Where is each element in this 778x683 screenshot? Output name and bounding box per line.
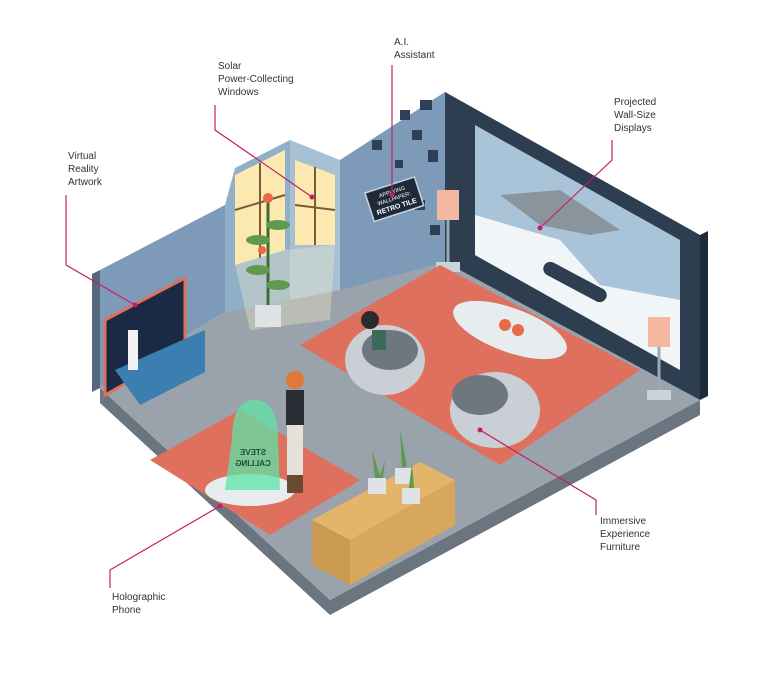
succulent-planters [368,430,420,504]
plant [246,193,290,327]
label-projected-displays: Projected Wall-Size Displays [614,97,657,134]
display-clouds [475,215,680,370]
callout-dots [132,192,543,509]
fighter-jet [500,190,620,235]
hologram-line2: CALLING [235,459,271,468]
callout-line-immersive-furniture [479,429,597,515]
lighthouse [128,330,138,370]
immersive-chair-2 [450,372,540,448]
media-controls [543,261,607,303]
callout-line-projected-displays [539,140,613,229]
person-standing [286,371,304,493]
left-wall-edge [92,270,100,392]
wooden-bench-top [312,462,455,540]
label-ai-assistant: A.I. Assistant [394,37,435,61]
callout-line-solar-windows [214,105,313,198]
callout-line-vr-artwork [65,195,136,306]
display-wall-edge [700,231,708,400]
floor-lamp-1 [436,190,460,272]
holographic-phone: STEVE CALLING [205,400,295,506]
wooden-bench-side [312,520,350,585]
vr-artwork-sea [115,330,205,405]
label-solar-windows: Solar Power-Collecting Windows [218,61,294,98]
callout-lines [65,65,613,588]
wooden-bench-front [350,480,455,585]
coffee-table [453,300,567,360]
large-rug [300,265,640,465]
hologram-line1: STEVE [239,448,266,457]
label-vr-artwork: Virtual Reality Artwork [68,151,102,188]
immersive-chair-1 [345,311,425,395]
floor-lamp-2 [647,317,671,400]
label-immersive-furniture: Immersive Experience Furniture [600,516,651,553]
callout-line-holographic-phone [109,505,221,588]
label-holographic-phone: Holographic Phone [112,592,166,616]
